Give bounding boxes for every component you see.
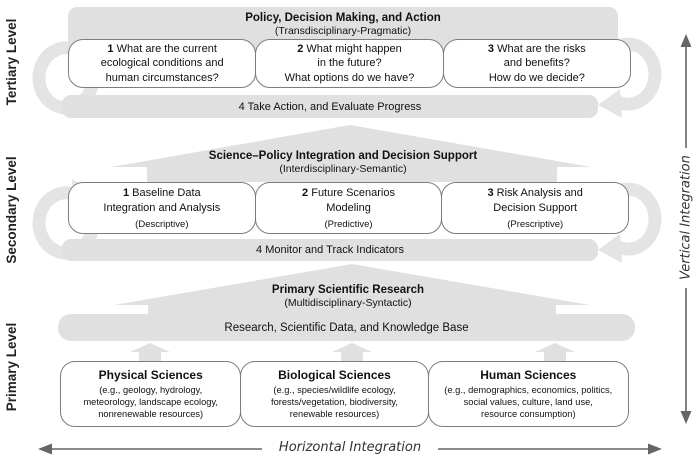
secondary-box-1-subtitle: (Descriptive) [135, 218, 189, 230]
primary-box-human-subtitle: (e.g., demographics, economics, politics… [444, 384, 613, 420]
small-up-arrow-icon [130, 343, 170, 361]
horizontal-integration-label: Horizontal Integration [278, 440, 422, 455]
tertiary-box-row: 1 What are the current ecological condit… [68, 39, 631, 88]
secondary-box-row: 1 Baseline Data Integration and Analysis… [68, 182, 630, 234]
horizontal-axis-arrow-icon [38, 443, 262, 455]
tertiary-box-3-text: 3 What are the risks and benefits? How d… [487, 43, 586, 84]
tertiary-box-1: 1 What are the current ecological condit… [68, 39, 257, 88]
secondary-box-1-text: 1 Baseline Data Integration and Analysis [103, 187, 221, 214]
secondary-box-3: 3 Risk Analysis and Decision Support (Pr… [441, 182, 630, 234]
secondary-banner-title: Science–Policy Integration and Decision … [208, 150, 478, 162]
primary-banner-title: Primary Scientific Research [271, 284, 425, 296]
tertiary-banner-title: Policy, Decision Making, and Action [245, 12, 441, 24]
tertiary-box-3: 3 What are the risks and benefits? How d… [442, 39, 631, 88]
knowledge-base-bar: Research, Scientific Data, and Knowledge… [58, 314, 635, 341]
tertiary-action-bar: 4 Take Action, and Evaluate Progress [62, 95, 598, 118]
tertiary-box-2-text: 2 What might happen in the future? What … [284, 43, 415, 84]
primary-box-physical-subtitle: (e.g., geology, hydrology, meteorology, … [83, 384, 218, 420]
secondary-box-3-subtitle: (Prescriptive) [507, 218, 564, 230]
secondary-box-1: 1 Baseline Data Integration and Analysis… [68, 182, 256, 234]
secondary-monitor-bar: 4 Monitor and Track Indicators [62, 239, 598, 261]
up-arrow-icon [114, 264, 590, 316]
tertiary-level-label: Tertiary Level [4, 18, 19, 106]
secondary-box-2-subtitle: (Predictive) [324, 218, 373, 230]
primary-box-biological-title: Biological Sciences [278, 367, 391, 382]
secondary-level-label: Secondary Level [4, 156, 19, 264]
primary-box-human: Human Sciences (e.g., demographics, econ… [427, 361, 629, 427]
vertical-axis-arrow-icon [680, 288, 692, 424]
tertiary-box-1-text: 1 What are the current ecological condit… [100, 43, 224, 84]
up-arrow-icon [111, 125, 591, 182]
primary-box-row: Physical Sciences (e.g., geology, hydrol… [60, 361, 629, 427]
primary-box-physical: Physical Sciences (e.g., geology, hydrol… [60, 361, 242, 427]
primary-box-biological: Biological Sciences (e.g., species/wildl… [240, 361, 429, 427]
secondary-box-3-text: 3 Risk Analysis and Decision Support [487, 187, 583, 214]
primary-box-physical-title: Physical Sciences [98, 367, 203, 382]
small-up-arrow-icon [332, 343, 372, 361]
vertical-axis-arrow-icon [680, 34, 692, 148]
primary-banner-subtitle: (Multidisciplinary-Syntactic) [284, 297, 412, 309]
secondary-box-2: 2 Future Scenarios Modeling (Predictive) [254, 182, 443, 234]
small-up-arrow-icon [535, 343, 575, 361]
tertiary-box-2: 2 What might happen in the future? What … [255, 39, 444, 88]
primary-box-biological-subtitle: (e.g., species/wildlife ecology, forests… [271, 384, 398, 420]
primary-level-label: Primary Level [4, 322, 19, 412]
primary-banner: Primary Scientific Research (Multidiscip… [68, 284, 628, 309]
secondary-banner: Science–Policy Integration and Decision … [68, 150, 618, 175]
secondary-banner-subtitle: (Interdisciplinary-Semantic) [279, 163, 407, 175]
primary-box-human-title: Human Sciences [480, 367, 577, 382]
tertiary-banner-subtitle: (Transdisciplinary-Pragmatic) [274, 25, 412, 37]
horizontal-axis-arrow-icon [438, 443, 662, 455]
vertical-integration-label: Vertical Integration [678, 155, 694, 280]
secondary-box-2-text: 2 Future Scenarios Modeling [302, 187, 395, 214]
